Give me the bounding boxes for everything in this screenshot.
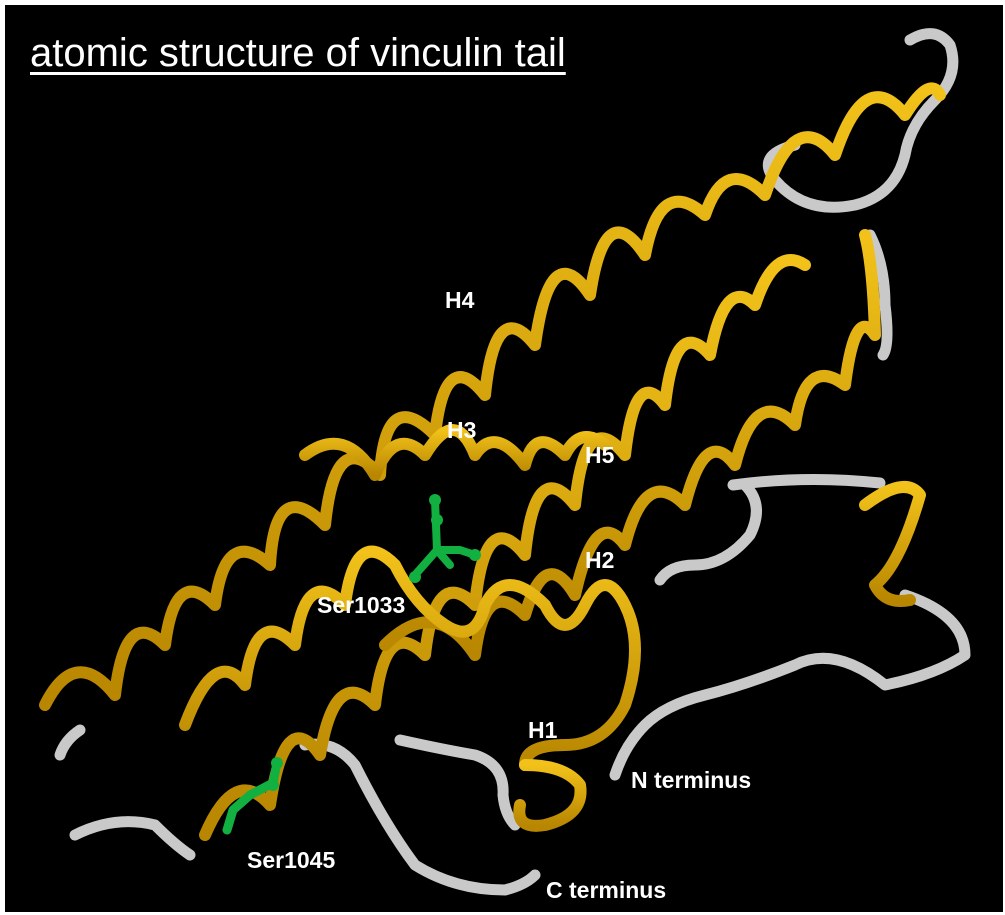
label-n-terminus: N terminus <box>631 767 751 794</box>
label-h4: H4 <box>445 287 474 314</box>
loop-segments <box>60 34 965 890</box>
label-h5: H5 <box>585 442 614 469</box>
mid-bottom-loop <box>400 740 515 825</box>
left-end-loop <box>60 730 80 755</box>
ser1033-residue <box>409 494 481 583</box>
ribbon-diagram <box>5 5 1003 912</box>
label-h3: H3 <box>447 417 476 444</box>
label-h2: H2 <box>585 547 614 574</box>
helix-lower-right <box>865 487 920 601</box>
top-loop <box>768 34 953 208</box>
mid-loop <box>733 479 880 485</box>
lower-right-loop <box>615 595 965 775</box>
helix-h3 <box>205 260 805 835</box>
structure-figure: atomic structure of vinculin tail H4 H3 … <box>5 5 1003 912</box>
figure-title: atomic structure of vinculin tail <box>30 31 566 76</box>
label-c-terminus: C terminus <box>546 877 666 904</box>
bottom-left-loop <box>75 822 190 855</box>
label-ser1033: Ser1033 <box>317 592 405 619</box>
label-h1: H1 <box>528 717 557 744</box>
label-ser1045: Ser1045 <box>247 847 335 874</box>
helix-h1-tail <box>519 765 580 826</box>
